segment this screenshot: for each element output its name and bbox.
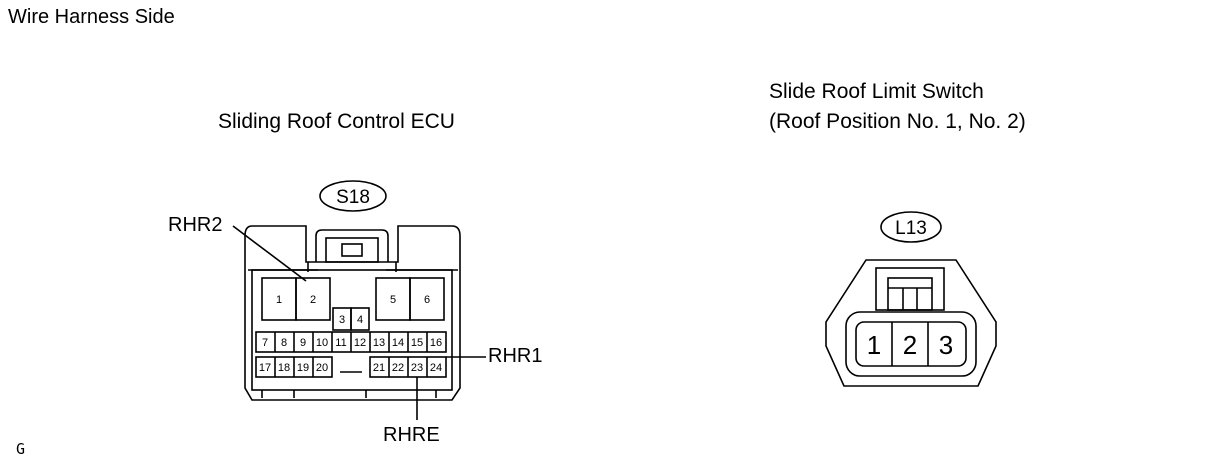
limit-switch-pin-label: 3 xyxy=(939,330,953,360)
limit-switch-housing xyxy=(825,259,997,387)
limit-switch-pin-label: 2 xyxy=(903,330,917,360)
ecu-pin-label: 23 xyxy=(411,362,423,374)
ecu-pin-label: 7 xyxy=(262,337,268,349)
ecu-pin-label: 24 xyxy=(430,362,442,374)
ecu-pin-label: 18 xyxy=(278,362,290,374)
ecu-pin-label: 21 xyxy=(373,362,385,374)
callout-rhre: RHRE xyxy=(383,424,440,446)
limit-switch-sublabel: (Roof Position No. 1, No. 2) xyxy=(769,110,1026,133)
ecu-bottom-ribs xyxy=(261,390,437,398)
ecu-pin-label: 16 xyxy=(430,337,442,349)
ecu-pin-cell xyxy=(295,277,331,321)
ecu-pin-label: 2 xyxy=(310,294,316,306)
ecu-pin-label: 12 xyxy=(354,337,366,349)
diagram-title: Wire Harness Side xyxy=(8,6,175,28)
ecu-pin-label: 14 xyxy=(392,337,404,349)
ecu-pin-label: 17 xyxy=(259,362,271,374)
ecu-connector-code-oval xyxy=(319,180,387,212)
ecu-pin-cell xyxy=(350,307,370,331)
ecu-connector-code: S18 xyxy=(336,187,370,208)
ecu-pin-label: 20 xyxy=(316,362,328,374)
limit-switch-connector: L13 1 2 3 xyxy=(825,211,997,387)
ecu-pin-row-lower: 17 18 19 20 21 22 23 24 xyxy=(255,356,447,378)
callout-rhr2: RHR2 xyxy=(168,214,223,236)
callout-rhr1: RHR1 xyxy=(488,345,543,367)
ecu-latch-inner xyxy=(325,237,379,263)
limit-switch-socket xyxy=(845,311,977,377)
ecu-pin-label: 11 xyxy=(335,337,346,349)
ecu-label: Sliding Roof Control ECU xyxy=(218,110,455,133)
ecu-pin-label: 4 xyxy=(357,314,363,326)
ecu-pin-label: 9 xyxy=(300,337,306,349)
ecu-pin-label: 19 xyxy=(297,362,309,374)
ecu-pin-row-upper: 7 8 9 10 11 12 13 14 15 16 xyxy=(255,331,447,353)
ecu-pin-label: 6 xyxy=(424,294,430,306)
limit-switch-code-oval xyxy=(880,211,942,243)
limit-switch-label: Slide Roof Limit Switch xyxy=(769,80,984,103)
ecu-connector: S18 1 2 5 6 3 xyxy=(232,180,486,420)
ecu-latch-tab xyxy=(341,243,363,257)
limit-switch-latch xyxy=(875,267,945,311)
limit-switch-code: L13 xyxy=(895,218,927,239)
ecu-pin-cell xyxy=(409,277,445,321)
limit-switch-pin-label: 1 xyxy=(867,330,881,360)
ecu-pin-label: 13 xyxy=(373,337,385,349)
ecu-pin-label: 5 xyxy=(390,294,396,306)
ecu-pin-label: 3 xyxy=(339,314,345,326)
ecu-body xyxy=(251,269,453,391)
ecu-pin-label: 15 xyxy=(411,337,423,349)
figure-code: G xyxy=(16,440,26,458)
ecu-pin-label: 10 xyxy=(316,337,328,349)
ecu-housing xyxy=(244,225,461,401)
ecu-pin-label: 1 xyxy=(276,294,282,306)
ecu-pin-label: 22 xyxy=(392,362,404,374)
ecu-pin-label: 8 xyxy=(281,337,287,349)
rhr2-leader-line xyxy=(232,225,307,282)
ecu-latch xyxy=(315,229,389,262)
